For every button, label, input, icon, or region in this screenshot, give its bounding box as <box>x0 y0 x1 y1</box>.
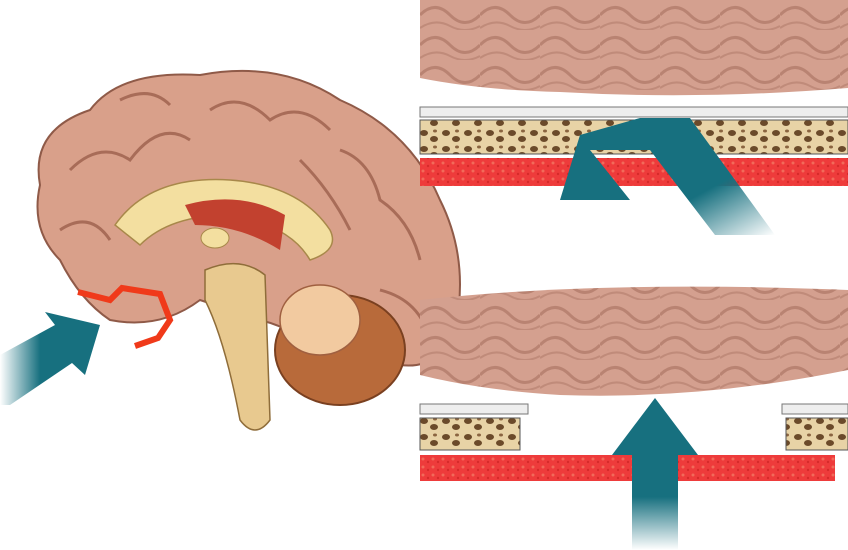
panel-defect <box>419 286 848 550</box>
brain-sagittal-illustration <box>36 69 461 431</box>
brain-surface-top <box>420 0 848 96</box>
bone-layer-right <box>785 417 848 451</box>
bone-layer-left <box>419 417 521 451</box>
mucosa-layer-top <box>420 158 848 186</box>
brainstem <box>204 262 271 431</box>
teal-arrow-left <box>0 312 100 405</box>
teal-arrow-up <box>612 398 698 550</box>
cerebellum-arbor <box>279 284 361 356</box>
thalamus <box>200 227 230 249</box>
brain-surface-bottom <box>420 286 848 396</box>
panel-intact-repair <box>419 0 848 235</box>
dura-plate-left <box>419 403 529 415</box>
defect-outline <box>77 284 174 349</box>
dura-plate-right <box>781 403 848 415</box>
mucosa-layer-bottom <box>420 455 835 481</box>
teal-arrow-deflect <box>560 118 775 235</box>
ventricle <box>185 199 285 250</box>
dura-plate-top <box>419 106 848 118</box>
